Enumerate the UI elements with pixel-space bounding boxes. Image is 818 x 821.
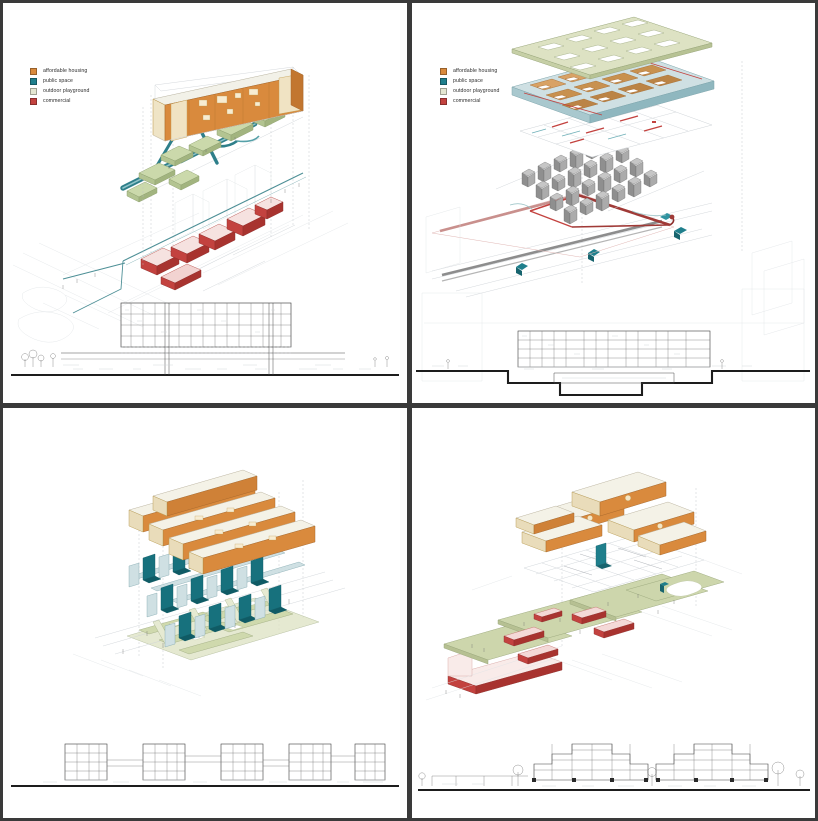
- legend-label: affordable housing: [43, 68, 88, 75]
- legend-panel-2: affordable housing public space outdoor …: [440, 67, 500, 107]
- legend-item: outdoor playground: [30, 87, 90, 97]
- legend-label: commercial: [453, 98, 481, 105]
- section-panel-3: [11, 743, 399, 788]
- commercial-swatch: [440, 98, 447, 106]
- affordable-housing-swatch: [440, 68, 447, 76]
- axonometric-panel-1: [12, 66, 349, 343]
- legend-label: public space: [43, 78, 74, 85]
- legend-label: outdoor playground: [453, 88, 500, 95]
- panel-top-left: affordable housing public space outdoor …: [3, 3, 407, 403]
- legend-panel-1: affordable housing public space outdoor …: [30, 67, 90, 107]
- axonometric-panel-4: [425, 471, 743, 701]
- section-panel-4: [418, 743, 810, 792]
- section-panel-2: [416, 288, 810, 397]
- legend-label: affordable housing: [453, 68, 498, 75]
- legend-item: public space: [440, 77, 500, 87]
- panel-bottom-right: affordable housing public space outdoor …: [412, 408, 815, 818]
- outdoor-playground-swatch: [440, 88, 447, 96]
- legend-label: outdoor playground: [43, 88, 90, 95]
- axonometric-panel-2: [425, 16, 805, 336]
- axonometric-panel-3: [72, 469, 346, 697]
- legend-item: public space: [30, 77, 90, 87]
- affordable-housing-swatch: [30, 68, 37, 76]
- section-panel-1: [11, 302, 399, 377]
- legend-item: affordable housing: [440, 67, 500, 77]
- legend-item: commercial: [30, 97, 90, 107]
- commercial-swatch: [30, 98, 37, 106]
- legend-label: public space: [453, 78, 484, 85]
- legend-label: commercial: [43, 98, 71, 105]
- outdoor-playground-swatch: [30, 88, 37, 96]
- legend-item: outdoor playground: [440, 87, 500, 97]
- legend-item: commercial: [440, 97, 500, 107]
- public-space-swatch: [440, 78, 447, 86]
- panel-top-right: affordable housing public space outdoor …: [412, 3, 815, 403]
- panel-bottom-left: affordable housing public space outdoor …: [3, 408, 407, 818]
- public-space-swatch: [30, 78, 37, 86]
- legend-item: affordable housing: [30, 67, 90, 77]
